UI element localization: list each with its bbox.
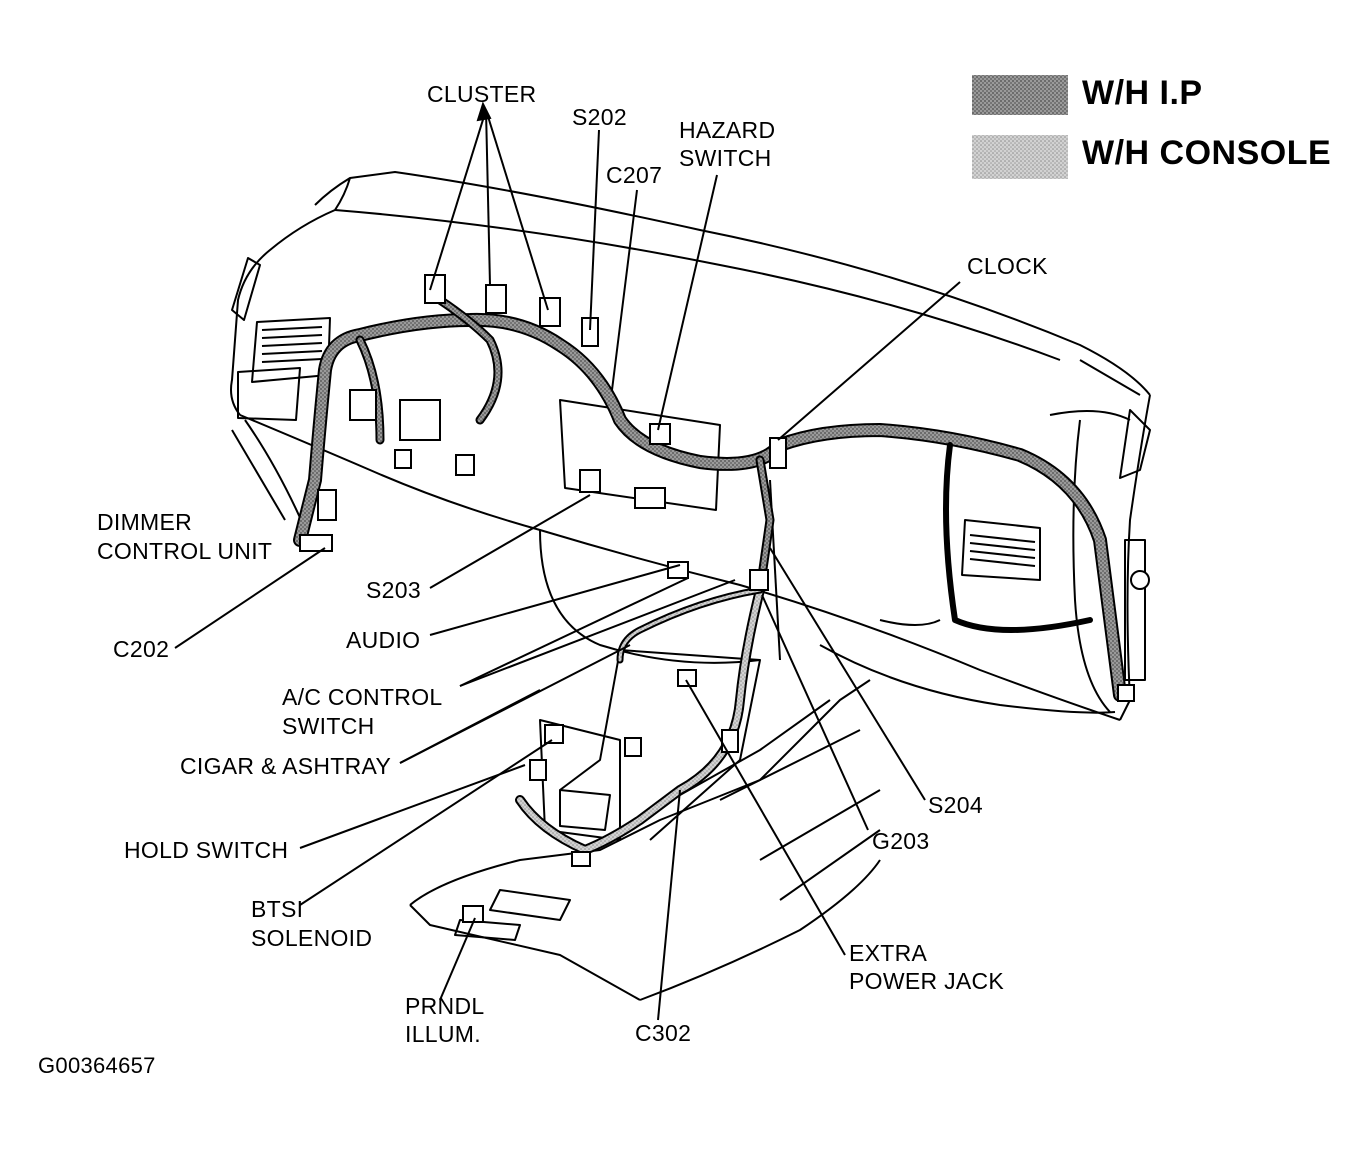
label-cigar: CIGAR & ASHTRAY	[180, 753, 392, 779]
label-hold-switch: HOLD SWITCH	[124, 837, 289, 863]
label-dimmer-line1: DIMMER	[97, 509, 193, 535]
vent-left	[261, 326, 323, 363]
legend-label-console: W/H CONSOLE	[1082, 134, 1332, 172]
label-c207: C207	[606, 162, 663, 188]
harness-ip	[293, 295, 1127, 702]
connectors	[299, 274, 1150, 923]
label-clock: CLOCK	[967, 253, 1048, 279]
vent-right	[969, 534, 1036, 567]
label-ac-line2: SWITCH	[282, 713, 375, 739]
label-s202: S202	[572, 104, 627, 130]
label-prndl-line1: PRNDL	[405, 993, 485, 1019]
legend-swatch-console	[972, 135, 1068, 179]
label-hazard-line1: HAZARD	[679, 117, 776, 143]
label-dimmer-line2: CONTROL UNIT	[97, 538, 273, 564]
label-g203: G203	[872, 828, 930, 854]
floor-console	[409, 649, 881, 1001]
label-c202: C202	[113, 636, 170, 662]
label-hazard-line2: SWITCH	[679, 145, 772, 171]
label-extra-line1: EXTRA	[849, 940, 928, 966]
legend-swatch-ip	[972, 75, 1068, 115]
label-prndl-line2: ILLUM.	[405, 1021, 481, 1047]
label-extra-line2: POWER JACK	[849, 968, 1005, 994]
label-c302: C302	[635, 1020, 692, 1046]
label-ac-line1: A/C CONTROL	[282, 684, 443, 710]
label-s203: S203	[366, 577, 421, 603]
label-audio: AUDIO	[346, 627, 421, 653]
figure-id: G00364657	[38, 1053, 156, 1078]
harness-console	[515, 585, 765, 855]
leader-lines	[174, 101, 961, 1021]
label-btsi-line1: BTSI	[251, 896, 304, 922]
legend-label-ip: W/H I.P	[1082, 74, 1203, 112]
label-btsi-line2: SOLENOID	[251, 925, 373, 951]
label-s204: S204	[928, 792, 983, 818]
label-cluster: CLUSTER	[427, 81, 537, 107]
